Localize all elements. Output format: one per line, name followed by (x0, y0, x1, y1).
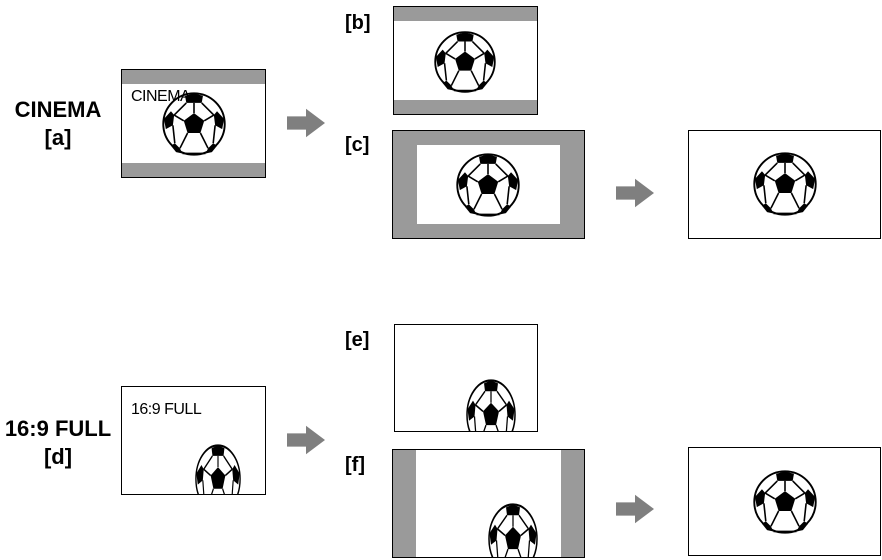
tag-b: [b] (345, 12, 371, 34)
pillarbox-left-bar (393, 450, 416, 557)
right-arrow-icon (616, 178, 654, 208)
full-camera-screen: 16:9 FULL (121, 386, 266, 495)
soccer-ball-icon (753, 152, 817, 216)
right-arrow-icon (616, 494, 654, 524)
letterbox-bottom-bar (394, 100, 537, 114)
full-mode-name: 16:9 FULL (4, 416, 112, 441)
soccer-ball-icon (456, 153, 520, 217)
letterbox-bottom-bar (122, 163, 265, 177)
tag-c: [c] (345, 134, 370, 156)
right-arrow-icon (287, 425, 325, 455)
tv-screen-f (392, 449, 585, 558)
full-mode-tag: [d] (43, 444, 73, 469)
tv-screen-c (392, 130, 585, 239)
soccer-ball-icon (753, 470, 817, 534)
tv-screen-b (393, 6, 538, 115)
soccer-ball-icon (172, 409, 218, 479)
pillarbox-right-bar (561, 450, 584, 557)
cinema-mode-tag: [a] (44, 125, 72, 150)
cinema-camera-screen: CINEMA (121, 69, 266, 178)
soccer-ball-icon (441, 343, 491, 415)
tv-screen-f-result (688, 447, 881, 556)
cinema-mode-label: CINEMA [a] (4, 96, 112, 152)
cinema-mode-name: CINEMA (14, 97, 102, 122)
tv-screen-e (394, 324, 538, 432)
right-arrow-icon (287, 108, 325, 138)
soccer-ball-icon (434, 31, 496, 93)
cinema-screen-text: CINEMA (131, 88, 191, 105)
tag-f: [f] (345, 454, 365, 476)
letterbox-top-bar (122, 70, 265, 84)
letterbox-top-bar (394, 7, 537, 21)
tag-e: [e] (345, 329, 370, 351)
tv-screen-c-result (688, 130, 881, 239)
full-mode-label: 16:9 FULL [d] (0, 415, 116, 471)
full-screen-text: 16:9 FULL (131, 401, 202, 418)
soccer-ball-icon (463, 467, 513, 539)
